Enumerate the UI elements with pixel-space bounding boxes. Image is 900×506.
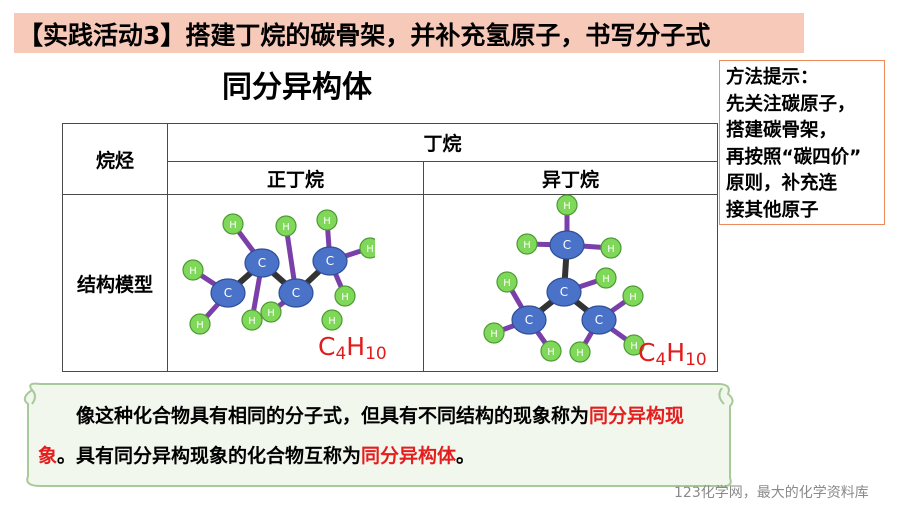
hydrogen-atom: H (359, 237, 375, 259)
svg-text:H: H (229, 220, 237, 231)
row-header-alkane: 烷烃 (62, 123, 168, 195)
svg-text:C: C (258, 256, 266, 270)
svg-text:H: H (547, 347, 555, 358)
svg-text:H: H (523, 240, 531, 251)
definition-scroll (23, 382, 734, 488)
formula-subscript: 10 (685, 350, 707, 370)
carbon-atom: C (549, 230, 585, 260)
hint-line: 接其他原子 (726, 199, 819, 221)
svg-text:H: H (629, 292, 637, 303)
svg-text:H: H (328, 316, 336, 327)
svg-text:H: H (323, 216, 331, 227)
formula-element-c: C (318, 332, 336, 361)
term-isomerism: 同分异构现象 (38, 405, 685, 467)
hydrogen-atom: H (496, 271, 518, 293)
svg-text:H: H (607, 244, 615, 255)
carbon-atom: C (312, 246, 348, 276)
hydrogen-atom: H (483, 322, 505, 344)
hydrogen-atom: H (182, 259, 204, 281)
col-header-n-butane: 正丁烷 (167, 161, 424, 195)
svg-text:H: H (490, 329, 498, 340)
carbon-atom: C (244, 248, 280, 278)
svg-text:C: C (224, 286, 232, 300)
hint-box: 方法提示： 先关注碳原子， 搭建碳骨架， 再按照“碳四价” 原则，补充连 接其他… (719, 60, 885, 225)
comparison-table: 烷烃 丁烷 正丁烷 异丁烷 结构模型 (62, 123, 718, 372)
hydrogen-atom: H (321, 309, 343, 331)
hydrogen-atom: H (275, 215, 297, 237)
formula-subscript: 10 (365, 344, 387, 364)
hydrogen-atom: H (189, 313, 211, 335)
col-header-isobutane: 异丁烷 (423, 161, 718, 195)
isobutane-model: C C C C H H H H H H H H H H (483, 194, 645, 363)
row-header-structure-model: 结构模型 (62, 194, 168, 372)
svg-text:H: H (602, 274, 610, 285)
formula-subscript: 4 (655, 350, 667, 370)
hydrogen-atom: H (516, 233, 538, 255)
hydrogen-atom: H (222, 213, 244, 235)
hint-line: 搭建碳骨架， (726, 120, 838, 141)
title-bar (14, 13, 804, 53)
carbon-atom: C (511, 305, 547, 335)
definition-part: 。具有同分异构现象的化合物互称为 (57, 445, 362, 467)
slide-title: 【实践活动3】搭建丁烷的碳骨架，并补充氢原子，书写分子式 (18, 21, 711, 50)
hydrogen-atom: H (623, 334, 645, 356)
carbon-atom: C (210, 278, 246, 308)
hydrogen-atom: H (556, 194, 578, 216)
hydrogen-atom: H (622, 285, 644, 307)
carbon-atom: C (546, 277, 582, 307)
svg-text:H: H (248, 316, 256, 327)
section-subtitle: 同分异构体 (222, 70, 372, 105)
formula-subscript: 4 (335, 344, 347, 364)
svg-text:H: H (282, 222, 290, 233)
svg-text:H: H (366, 244, 374, 255)
hint-line: 先关注碳原子， (726, 93, 856, 115)
svg-text:H: H (267, 308, 275, 319)
n-butane-formula: C4H10 (318, 332, 387, 364)
isobutane-formula: C4H10 (638, 338, 707, 370)
svg-text:H: H (563, 201, 571, 212)
svg-text:C: C (560, 285, 568, 299)
svg-text:C: C (595, 313, 603, 327)
svg-text:H: H (630, 341, 638, 352)
hint-line: 原则，补充连 (726, 173, 838, 194)
term-isomers: 同分异构体 (361, 445, 457, 467)
hint-line: 再按照“碳四价” (726, 146, 862, 168)
svg-text:C: C (326, 254, 334, 268)
watermark: 123化学网，最大的化学资料库 (674, 485, 869, 501)
svg-text:H: H (576, 348, 584, 359)
svg-text:C: C (563, 238, 571, 252)
svg-text:H: H (341, 292, 349, 303)
svg-text:H: H (503, 278, 511, 289)
hydrogen-atom: H (260, 301, 282, 323)
formula-element-h: H (666, 338, 686, 367)
hydrogen-atom: H (569, 341, 591, 363)
hint-line: 方法提示： (726, 67, 819, 88)
carbon-atom: C (278, 278, 314, 308)
carbon-atom: C (581, 305, 617, 335)
definition-part: 像这种化合物具有相同的分子式，但具有不同结构的现象称为 (76, 405, 590, 427)
svg-text:H: H (196, 320, 204, 331)
group-header-butane: 丁烷 (167, 123, 718, 162)
definition-text: 像这种化合物具有相同的分子式，但具有不同结构的现象称为同分异构现象。具有同分异构… (38, 396, 708, 476)
hydrogen-atom: H (600, 237, 622, 259)
svg-text:H: H (189, 266, 197, 277)
formula-element-h: H (346, 332, 366, 361)
formula-element-c: C (638, 338, 656, 367)
definition-part: 。 (456, 445, 476, 467)
hydrogen-atom: H (540, 340, 562, 362)
svg-text:C: C (292, 286, 300, 300)
svg-text:C: C (525, 313, 533, 327)
hydrogen-atom: H (241, 309, 263, 331)
hydrogen-atom: H (334, 285, 356, 307)
hydrogen-atom: H (595, 267, 617, 289)
hydrogen-atom: H (316, 209, 338, 231)
